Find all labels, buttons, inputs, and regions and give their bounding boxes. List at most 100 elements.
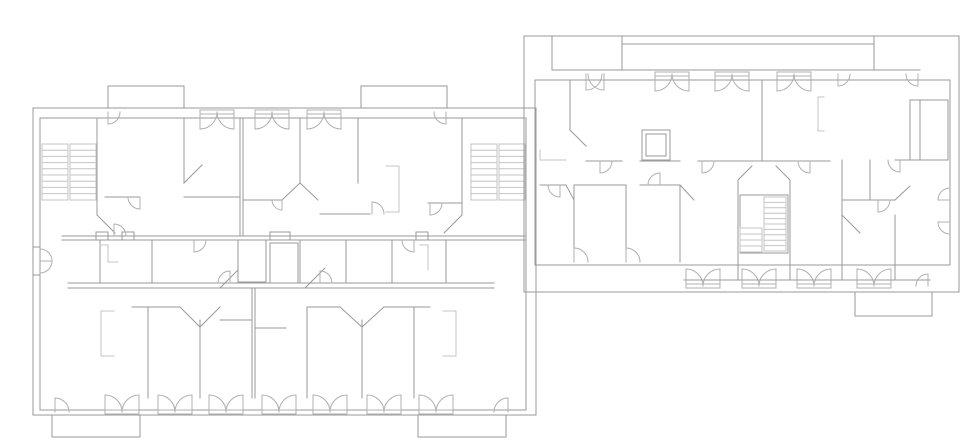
- fixture-bracket-2: [442, 310, 457, 357]
- door-swing: [776, 73, 795, 92]
- door-swing: [758, 268, 777, 287]
- door-swing: [193, 239, 207, 253]
- left-bottom-projection-2: [417, 414, 507, 438]
- right-building-inner-wall: [534, 79, 951, 266]
- door-swing: [701, 160, 715, 174]
- diag-5: [443, 214, 463, 234]
- door-swing: [573, 247, 589, 263]
- r-diag-5: [841, 214, 861, 234]
- r-diag-7: [679, 184, 695, 201]
- core-niche-4: [269, 231, 291, 241]
- door-swing: [366, 394, 385, 413]
- door-swing: [647, 172, 661, 186]
- door-swing: [937, 221, 951, 235]
- r-diag-4: [565, 184, 575, 201]
- door-swing: [225, 394, 244, 413]
- r-diag-2: [737, 165, 753, 181]
- diag-8: [339, 306, 363, 328]
- fixture-bracket-1: [100, 310, 115, 357]
- door-swing: [671, 73, 690, 92]
- r-fixture-bracket-2: [539, 149, 567, 161]
- door-swing: [493, 397, 509, 413]
- door-swing: [401, 239, 415, 253]
- door-swing: [797, 160, 811, 174]
- core-room-1: [237, 239, 267, 283]
- fixture-bracket-4: [99, 244, 119, 263]
- r-east-annex: [909, 99, 949, 161]
- stair-east-flight-1: [470, 143, 498, 201]
- stair-west-flight-2: [69, 143, 97, 201]
- diag-3: [299, 182, 319, 201]
- core-room-2: [269, 242, 299, 284]
- r-court-box-inner: [645, 133, 667, 157]
- left-building-outer-wall: [32, 107, 537, 416]
- diag-4: [96, 214, 116, 234]
- door-swing: [261, 394, 280, 413]
- door-swing: [654, 73, 673, 92]
- doors: [39, 71, 951, 415]
- core-niche-2: [121, 231, 135, 241]
- right-stairs: [739, 196, 787, 253]
- door-swing: [54, 397, 70, 413]
- door-swing: [937, 187, 951, 201]
- door-swing: [199, 111, 218, 130]
- door-swing: [856, 268, 875, 287]
- left-top-projection-2: [360, 85, 448, 109]
- right-fixtures: [539, 96, 825, 161]
- door-swing: [418, 394, 437, 413]
- door-swing: [127, 196, 141, 210]
- door-swing: [39, 260, 53, 274]
- door-swing: [312, 394, 331, 413]
- door-swing: [813, 268, 832, 287]
- door-swing: [174, 394, 193, 413]
- r-court-box: [641, 129, 671, 161]
- diag-9: [361, 306, 385, 328]
- door-swing: [837, 73, 851, 87]
- door-swing: [306, 111, 325, 130]
- door-swing: [39, 248, 53, 262]
- door-swing: [796, 268, 815, 287]
- door-swing: [319, 270, 333, 284]
- stair-east-flight-2: [498, 143, 526, 201]
- door-swing: [905, 73, 919, 87]
- right-building: [523, 35, 960, 317]
- door-swing: [323, 111, 342, 130]
- core-niche-3: [415, 231, 429, 241]
- door-swing: [741, 268, 760, 287]
- door-swing: [793, 73, 812, 92]
- door-swing: [217, 270, 231, 284]
- door-swing: [599, 160, 613, 174]
- door-swing: [731, 73, 750, 92]
- door-swing: [271, 199, 283, 211]
- diag-10: [219, 269, 239, 289]
- r-diag-3: [775, 165, 791, 181]
- r-stair-core: [739, 194, 789, 254]
- door-swing: [435, 394, 454, 413]
- right-diagonals: [565, 129, 911, 234]
- fixture-bracket-3: [385, 165, 400, 213]
- door-swing: [329, 394, 348, 413]
- door-swing: [104, 394, 123, 413]
- left-top-projection-1: [107, 85, 185, 109]
- right-building-outer-wall: [523, 35, 960, 293]
- door-swing: [157, 394, 176, 413]
- door-swing: [429, 202, 443, 216]
- diag-7: [199, 306, 221, 328]
- stair-west-flight-1: [41, 143, 69, 201]
- door-swing: [587, 73, 605, 91]
- door-swing: [216, 111, 235, 130]
- left-building: [32, 85, 537, 438]
- door-swing: [685, 268, 704, 287]
- door-swing: [433, 111, 447, 125]
- r-diag-1: [569, 129, 587, 147]
- door-swing: [383, 394, 402, 413]
- door-swing: [585, 73, 603, 91]
- r-fixture-bracket-1: [817, 96, 825, 132]
- door-swing: [702, 268, 721, 287]
- door-swing: [278, 394, 297, 413]
- door-swing: [887, 159, 901, 173]
- door-swing: [107, 111, 121, 125]
- diag-1: [183, 164, 203, 184]
- r-diag-6: [894, 185, 911, 201]
- door-swing: [254, 111, 273, 130]
